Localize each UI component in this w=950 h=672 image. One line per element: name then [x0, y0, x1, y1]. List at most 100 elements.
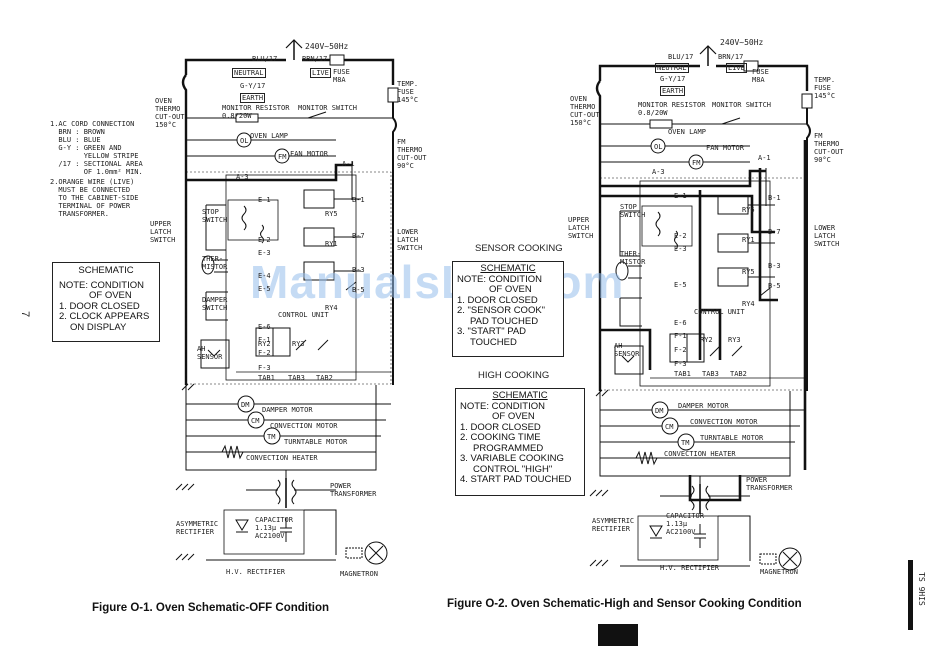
- fan-motor-label-2: FAN MOTOR: [706, 144, 744, 152]
- monitor-switch-label: MONITOR SWITCH: [298, 104, 358, 112]
- temp-fuse-label-2: TEMP. FUSE 145°C: [814, 76, 836, 100]
- high-cooking-line-5: PROGRAMMED: [473, 442, 544, 454]
- schematic-off-line-4: 2. CLOCK APPEARS: [59, 311, 150, 322]
- earth-label-2: EARTH: [660, 86, 686, 96]
- high-cooking-line-1: NOTE: CONDITION: [460, 400, 545, 412]
- convection-motor-label-2: CONVECTION MOTOR: [690, 418, 758, 426]
- side-code: TS 9HIS: [916, 572, 926, 606]
- e5-label-2: E-5: [674, 281, 687, 289]
- tab1-label: TAB1: [258, 374, 275, 382]
- gy-label: G-Y/17: [240, 82, 266, 90]
- ry2-label-2: RY2: [700, 336, 713, 344]
- upper-latch-label: UPPER LATCH SWITCH: [150, 220, 176, 244]
- tm-label-2: TM: [681, 439, 690, 447]
- temp-fuse-label: TEMP. FUSE 145°C: [397, 80, 419, 104]
- tm-label: TM: [267, 433, 276, 441]
- e6-label: E-6: [258, 323, 271, 331]
- ry4-label: RY4: [325, 304, 338, 312]
- high-cooking-title: SCHEMATIC: [492, 390, 548, 401]
- high-cooking-box: SCHEMATIC NOTE: CONDITION OF OVEN 1. DOO…: [455, 388, 585, 496]
- cord-connection-note: 1.AC CORD CONNECTION BRN : BROWN BLU : B…: [50, 120, 143, 176]
- f1-label: F-1: [258, 336, 271, 344]
- cm-label-2: CM: [665, 423, 674, 431]
- capacitor-label-2: CAPACITOR 1.13µ AC2100V: [666, 512, 704, 536]
- monitor-resistor-label: MONITOR RESISTOR 0.8/20W: [222, 104, 290, 120]
- ol-label: OL: [240, 137, 249, 145]
- power-transformer-label-2: POWER TRANSFORMER: [746, 476, 793, 492]
- orange-wire-note: 2.ORANGE WIRE (LIVE) MUST BE CONNECTED T…: [50, 178, 139, 218]
- tab3-label-2: TAB3: [702, 370, 719, 378]
- oven-lamp-label-2: OVEN LAMP: [668, 128, 706, 136]
- upper-latch-label-2: UPPER LATCH SWITCH: [568, 216, 594, 240]
- high-cooking-line-2: OF OVEN: [492, 411, 535, 422]
- high-cooking-line-7: CONTROL "HIGH": [473, 463, 553, 475]
- b1-label-2: B-1: [768, 194, 781, 202]
- ry3-label: RY3: [292, 340, 305, 348]
- b1-label: B-1: [352, 196, 365, 204]
- a1-label-2: A-1: [758, 154, 771, 162]
- sensor-cooking-line-5: PAD TOUCHED: [470, 315, 539, 327]
- ah-sensor-label: AH SENSOR: [197, 345, 223, 361]
- earth-label: EARTH: [240, 93, 266, 103]
- thermistor-label-2: THER- MISTOR: [620, 250, 646, 266]
- stop-switch-label: STOP SWITCH: [202, 208, 228, 224]
- ry1-label-2: RY1: [742, 236, 755, 244]
- e1-label: E-1: [258, 196, 271, 204]
- page-mark: 7: [19, 310, 32, 318]
- e2-label-2: E-2: [674, 232, 687, 240]
- fuse-label-2: FUSE M8A: [752, 68, 769, 84]
- hv-rectifier-label-2: H.V. RECTIFIER: [660, 564, 720, 572]
- figure-1-caption: Figure O-1. Oven Schematic-OFF Condition: [92, 602, 330, 614]
- live-label-2: LIVE: [726, 63, 747, 73]
- schematic-off-line-1: NOTE: CONDITION: [59, 279, 144, 291]
- live-label: LIVE: [310, 68, 331, 78]
- stop-switch-label-2: STOP SWITCH: [620, 203, 646, 219]
- e1-label-2: E-1: [674, 192, 687, 200]
- ry6-label-2: RY6: [742, 206, 755, 214]
- tab1-label-2: TAB1: [674, 370, 691, 378]
- schematic-off-box: SCHEMATIC NOTE: CONDITION OF OVEN 1. DOO…: [52, 262, 160, 342]
- sensor-cooking-line-4: 2. "SENSOR COOK": [457, 305, 546, 316]
- f1-label-2: F-1: [674, 332, 687, 340]
- e3-label-2: E-3: [674, 245, 687, 253]
- ry4-label-2: RY4: [742, 300, 755, 308]
- b3-label-2: B-3: [768, 262, 781, 270]
- e2-label: E-2: [258, 236, 271, 244]
- fm-label-2: FM: [692, 159, 701, 167]
- tab3-label: TAB3: [288, 374, 305, 382]
- fm-thermo-label: FM THERMO CUT-OUT 90°C: [397, 138, 427, 170]
- tab2-label: TAB2: [316, 374, 333, 382]
- turntable-motor-label: TURNTABLE MOTOR: [284, 438, 348, 446]
- e6-label-2: E-6: [674, 319, 687, 327]
- cm-label: CM: [251, 417, 260, 425]
- fan-motor-label: FAN MOTOR: [290, 150, 328, 158]
- b7-label: B-7: [352, 232, 365, 240]
- a3-label-2: A-3: [652, 168, 665, 176]
- ry2-label: RY2: [258, 340, 271, 348]
- sensor-cooking-heading: SENSOR COOKING: [475, 243, 563, 254]
- monitor-resistor-label-2: MONITOR RESISTOR 0.8/20W: [638, 101, 706, 117]
- asym-rectifier-label: ASYMMETRIC RECTIFIER: [176, 520, 219, 536]
- ry3-label-2: RY3: [728, 336, 741, 344]
- control-unit-label-2: CONTROL UNIT: [694, 308, 745, 316]
- oven-thermo-label-2: OVEN THERMO CUT-OUT 150°C: [570, 95, 600, 127]
- e5-label: E-5: [258, 285, 271, 293]
- fm-label: FM: [278, 153, 287, 161]
- f3-label-2: F-3: [674, 360, 687, 368]
- lower-latch-label: LOWER LATCH SWITCH: [397, 228, 423, 252]
- fuse-label: FUSE M8A: [333, 68, 350, 84]
- high-cooking-line-3: 1. DOOR CLOSED: [460, 421, 541, 433]
- blu-label: BLU/17: [252, 55, 278, 63]
- sensor-cooking-line-3: 1. DOOR CLOSED: [457, 294, 538, 306]
- b5-label-2: B-5: [768, 282, 781, 290]
- f2-label: F-2: [258, 349, 271, 357]
- schematic-off-title: SCHEMATIC: [78, 265, 134, 276]
- b3-label: B-3: [352, 266, 365, 274]
- high-cooking-heading: HIGH COOKING: [478, 370, 550, 381]
- damper-motor-label: DAMPER MOTOR: [262, 406, 313, 414]
- supply-label: 240V~50Hz: [305, 42, 349, 51]
- thermistor-label: THER- MISTOR: [202, 255, 228, 271]
- b5-label: B-5: [352, 286, 365, 294]
- high-cooking-line-4: 2. COOKING TIME: [460, 432, 541, 443]
